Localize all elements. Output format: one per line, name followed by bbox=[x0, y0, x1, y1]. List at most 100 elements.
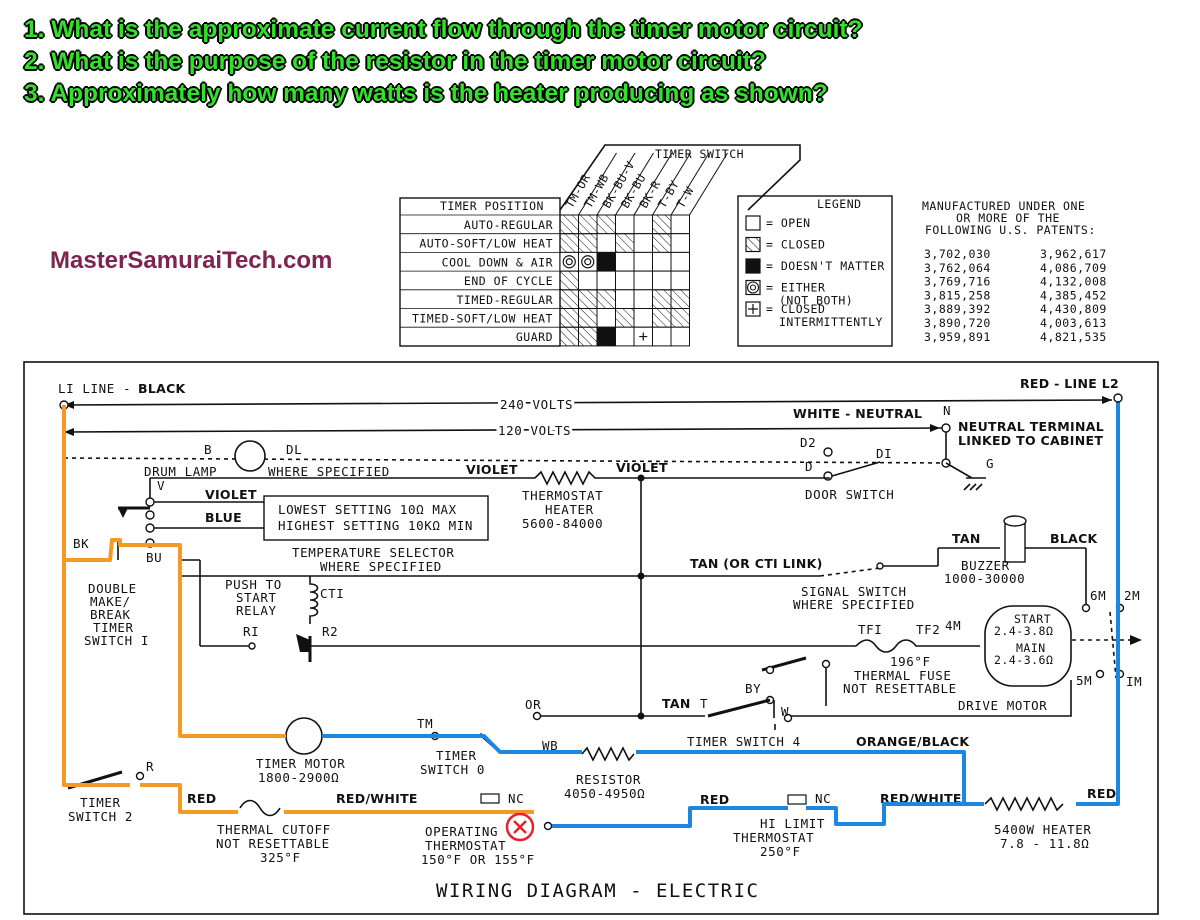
door-d1-label: DI bbox=[876, 446, 892, 461]
linked-to-cabinet-label: LINKED TO CABINET bbox=[958, 433, 1103, 448]
resistor-ohms: 4050-4950Ω bbox=[564, 786, 645, 801]
question-1: 1. What is the approximate current flow … bbox=[24, 16, 863, 43]
lowest-setting-label: LOWEST SETTING 10Ω MAX bbox=[278, 502, 457, 517]
open-circuit-marker-icon bbox=[505, 812, 535, 842]
timer-cell bbox=[633, 233, 653, 253]
patent-number: 4,430,809 bbox=[1040, 302, 1107, 316]
timer-row-label: GUARD bbox=[516, 330, 553, 344]
timer-cell bbox=[578, 308, 598, 328]
switch-by-label: BY bbox=[745, 681, 761, 696]
timer-cell bbox=[578, 326, 598, 347]
blue-heater-path bbox=[548, 802, 984, 828]
timer-cell bbox=[633, 251, 653, 272]
motor-main-winding: MAIN bbox=[1016, 641, 1046, 655]
patents-heading-1: MANUFACTURED UNDER ONE bbox=[922, 199, 1085, 213]
neutral-label: WHITE - NEUTRAL bbox=[793, 406, 922, 421]
motor-6m-label: 6M bbox=[1090, 588, 1106, 603]
legend-item-either: = EITHER(NOT BOTH) bbox=[745, 279, 853, 308]
drum-lamp-icon bbox=[234, 440, 266, 472]
timer-cell bbox=[633, 308, 653, 328]
switch2-r-label: R bbox=[146, 759, 154, 774]
patents-list: 3,702,0303,762,0643,769,7163,815,2583,88… bbox=[924, 247, 1107, 344]
red-label-2: RED bbox=[700, 792, 729, 807]
timer-cell bbox=[670, 251, 690, 272]
drum-lamp-where-label: WHERE SPECIFIED bbox=[268, 464, 390, 479]
timer-cell bbox=[615, 270, 635, 291]
switch-w-label: W bbox=[781, 704, 789, 719]
door-d-label: D bbox=[805, 459, 813, 474]
patent-number: 4,003,613 bbox=[1040, 316, 1107, 330]
legend-item-text: = OPEN bbox=[766, 216, 811, 230]
switch0-tm-label: TM bbox=[417, 716, 433, 731]
timer-cell bbox=[559, 270, 579, 291]
motor-5m-label: 5M bbox=[1076, 673, 1092, 688]
timer-cell bbox=[596, 251, 616, 272]
temperature-selector-where: WHERE SPECIFIED bbox=[320, 559, 442, 574]
timer-cell bbox=[596, 270, 616, 291]
thermal-cutoff-not-resettable: NOT RESETTABLE bbox=[216, 836, 330, 851]
drive-motor-label: DRIVE MOTOR bbox=[958, 698, 1047, 713]
or-terminal-label: OR bbox=[525, 697, 541, 712]
n-terminal-label: N bbox=[943, 403, 951, 418]
neutral-terminal bbox=[941, 423, 951, 433]
patent-number: 3,762,064 bbox=[924, 261, 991, 275]
patent-number: 3,959,891 bbox=[924, 330, 991, 344]
heater-ohms: 7.8 - 11.8Ω bbox=[1000, 836, 1089, 851]
timer-motor-ohms: 1800-2900Ω bbox=[258, 770, 339, 785]
patent-number: 3,769,716 bbox=[924, 275, 991, 289]
legend-box bbox=[737, 195, 893, 347]
diagram-frame bbox=[23, 361, 1159, 915]
switch0-timer: TIMER bbox=[436, 748, 477, 763]
buzzer-icon bbox=[1004, 523, 1026, 563]
door-switch-label: DOOR SWITCH bbox=[805, 487, 894, 502]
violet-label-2: VIOLET bbox=[616, 460, 668, 475]
relay-r2-label: R2 bbox=[322, 624, 338, 639]
violet-label-1: VIOLET bbox=[466, 462, 518, 477]
switch1-make: MAKE/ bbox=[90, 594, 131, 609]
legend-item-text-2: INTERMITTENTLY bbox=[779, 315, 883, 329]
timer-switch-title: TIMER SWITCH bbox=[655, 147, 744, 161]
timer-cell bbox=[578, 233, 598, 253]
buzzer-tan-label: TAN bbox=[952, 531, 981, 546]
legend-item-text: = CLOSED bbox=[766, 302, 825, 316]
motor-2m-label: 2M bbox=[1124, 588, 1140, 603]
motor-1m-label: IM bbox=[1126, 674, 1142, 689]
orange-black-label: ORANGE/BLACK bbox=[856, 734, 970, 749]
timer-motor-label: TIMER MOTOR bbox=[256, 756, 345, 771]
patents-heading-3: FOLLOWING U.S. PATENTS: bbox=[925, 223, 1096, 237]
timer-cell bbox=[559, 308, 579, 328]
timer-cell bbox=[596, 233, 616, 253]
timer-cell bbox=[559, 326, 579, 347]
switch0-label: SWITCH 0 bbox=[420, 762, 485, 777]
timer-cell bbox=[615, 308, 635, 328]
patent-number: 4,132,008 bbox=[1040, 275, 1107, 289]
fuse-tf2-label: TF2 bbox=[916, 622, 940, 637]
legend-item-open: = OPEN bbox=[745, 215, 811, 231]
red-white-label-1: RED/WHITE bbox=[336, 791, 418, 806]
timer-row-label: TIMED-SOFT/LOW HEAT bbox=[412, 312, 553, 326]
red-label-3: RED bbox=[1087, 786, 1116, 801]
timer-cell bbox=[652, 326, 672, 347]
timer-cell bbox=[578, 270, 598, 291]
fuse-tf1-label: TFI bbox=[858, 622, 882, 637]
legend-item-text: = EITHER bbox=[766, 281, 825, 295]
relay-label: RELAY bbox=[236, 603, 277, 618]
timer-cell bbox=[652, 233, 672, 253]
timer-cell bbox=[652, 308, 672, 328]
switch1-break: BREAK bbox=[90, 607, 131, 622]
patent-number: 3,702,030 bbox=[924, 247, 991, 261]
motor-start-ohms: 2.4-3.8Ω bbox=[994, 624, 1053, 638]
timer-cell bbox=[596, 214, 616, 235]
timer-cell bbox=[615, 214, 635, 235]
timer-row-label: AUTO-SOFT/LOW HEAT bbox=[419, 237, 553, 251]
red-label-1: RED bbox=[187, 791, 216, 806]
relay-r1-label: RI bbox=[243, 624, 259, 639]
buzzer-label: BUZZER bbox=[961, 558, 1010, 573]
neutral-terminal-label: NEUTRAL TERMINAL bbox=[958, 419, 1104, 434]
legend-item-text: = CLOSED bbox=[766, 238, 825, 252]
nc-label-1: NC bbox=[508, 791, 524, 806]
bk-label: BK bbox=[73, 536, 89, 551]
timer-row-label: END OF CYCLE bbox=[464, 274, 553, 288]
